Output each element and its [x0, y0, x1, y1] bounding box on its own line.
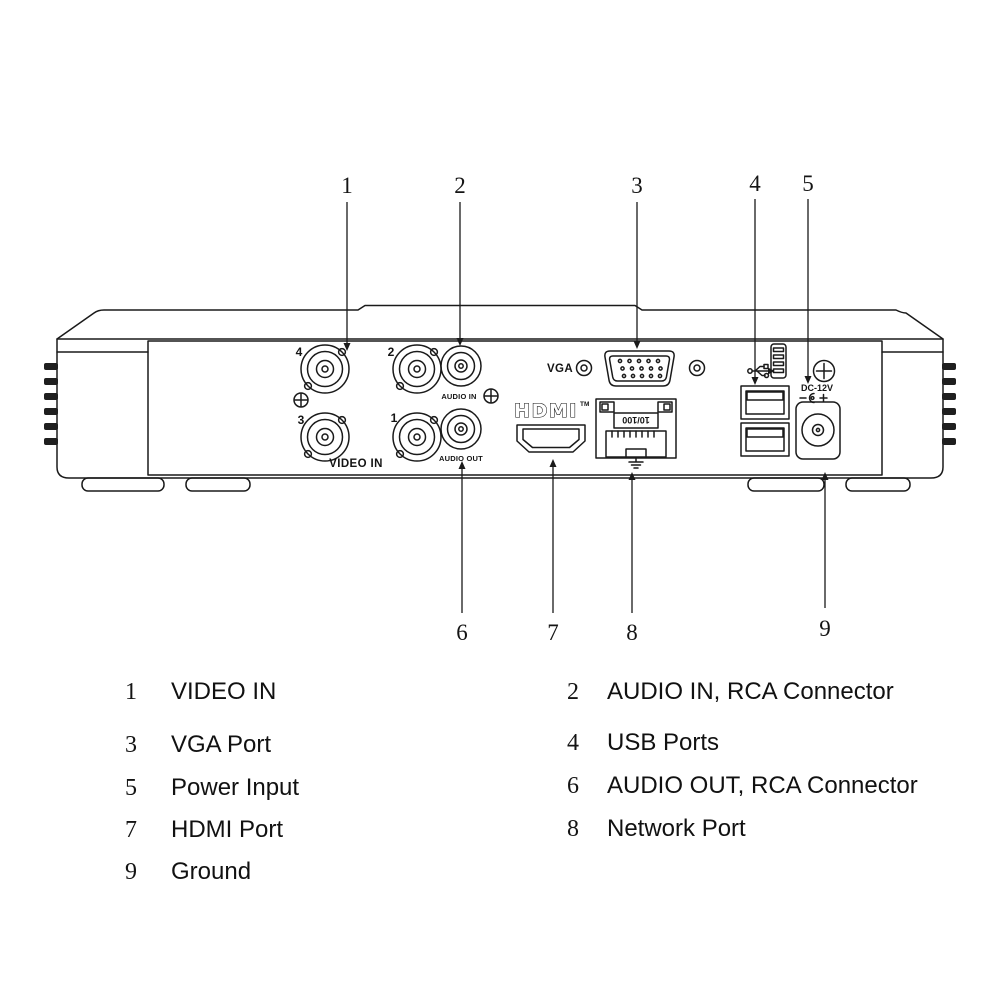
- vga-jack-screw-right: [688, 359, 706, 377]
- legend-item-vga: 3 VGA Port: [117, 731, 271, 759]
- legend-number: 7: [125, 817, 137, 843]
- callout-number-5: 5: [802, 171, 814, 196]
- legend-label: Ground: [171, 858, 252, 885]
- usb-ports: [740, 343, 790, 457]
- hdmi-trademark: TM: [580, 401, 589, 408]
- vga-connector-icon: [604, 350, 675, 387]
- power-input: DC-12V: [795, 383, 841, 460]
- legend-number: 1: [125, 679, 137, 705]
- legend-item-power: 5 Power Input: [117, 774, 299, 802]
- usb-receptacle-top: [740, 385, 790, 420]
- vent-slots-left: [44, 363, 58, 445]
- legend-number: 2: [567, 679, 579, 705]
- callout-number-8: 8: [626, 620, 638, 645]
- legend-item-audio-in: 2 AUDIO IN, RCA Connector: [559, 678, 894, 706]
- bnc-channel-label: 1: [391, 411, 398, 425]
- legend-item-usb: 4 USB Ports: [559, 729, 719, 757]
- dc-barrel-jack: [795, 401, 841, 460]
- vga-label: VGA: [547, 363, 573, 375]
- callout-lines-bottom: [458, 459, 829, 613]
- callout-number-6: 6: [456, 620, 468, 645]
- callout-number-2: 2: [454, 173, 466, 198]
- vga-port: VGA: [547, 350, 706, 387]
- audio-out-label: AUDIO OUT: [439, 454, 483, 463]
- legend-label: AUDIO OUT, RCA Connector: [607, 772, 918, 799]
- legend-number: 8: [567, 816, 579, 842]
- bnc-channel-label: 4: [296, 345, 303, 359]
- hdmi-connector-icon: [516, 424, 586, 453]
- legend-number: 3: [125, 732, 137, 758]
- callout-lines-top: [343, 199, 812, 385]
- rj45-shell: [595, 398, 677, 459]
- legend-item-video-in: 1 VIDEO IN: [117, 678, 276, 706]
- legend-label: VIDEO IN: [171, 678, 277, 705]
- callout-number-4: 4: [749, 171, 761, 196]
- usb-receptacle-bottom: [740, 422, 790, 457]
- callout-number-3: 3: [631, 173, 643, 198]
- legend-label: Network Port: [607, 815, 746, 842]
- polarity-icon: [799, 392, 828, 404]
- shield-ground-icon: [628, 457, 644, 469]
- legend-number: 4: [567, 730, 579, 756]
- legend-label: VGA Port: [171, 731, 272, 758]
- device-feet: [81, 477, 911, 492]
- callout-number-1: 1: [341, 173, 353, 198]
- legend-number: 9: [125, 859, 137, 885]
- audio-in-rca-connector: [440, 345, 482, 387]
- network-port: 10/100: [595, 398, 677, 469]
- video-in-label: VIDEO IN: [329, 458, 383, 470]
- legend-item-hdmi: 7 HDMI Port: [117, 816, 283, 844]
- vent-slots-right: [942, 363, 956, 445]
- bnc-connector-ch4: [300, 344, 350, 394]
- panel-screw-icon: [483, 388, 499, 404]
- legend-label: Power Input: [171, 774, 300, 801]
- bnc-connector-ch1: [392, 412, 442, 462]
- callout-number-7: 7: [547, 620, 559, 645]
- bnc-connector-ch3: [300, 412, 350, 462]
- legend-number: 5: [125, 775, 137, 801]
- terminal-block: [770, 343, 787, 379]
- device-rear-view: 4 2 3 1 VIDEO IN AUDIO IN AUDIO OUT HDMI…: [44, 171, 956, 645]
- bnc-connector-ch2: [392, 344, 442, 394]
- bnc-channel-label: 3: [298, 413, 305, 427]
- vga-jack-screw-left: [575, 359, 593, 377]
- audio-out-rca-connector: [440, 408, 482, 450]
- callout-number-9: 9: [819, 616, 831, 641]
- legend-number: 6: [567, 773, 579, 799]
- hdmi-port: HDMI TM: [514, 399, 589, 453]
- ground-screw-icon: [812, 359, 836, 383]
- legend-item-network: 8 Network Port: [559, 815, 746, 843]
- legend-label: AUDIO IN, RCA Connector: [607, 678, 894, 705]
- power-label: DC-12V: [801, 383, 833, 393]
- panel-screw-icon: [293, 392, 309, 408]
- hdmi-logo: HDMI: [514, 400, 578, 422]
- device-chassis: [56, 304, 944, 479]
- network-speed-label: 10/100: [622, 415, 650, 425]
- bnc-channel-label: 2: [388, 345, 395, 359]
- vga-pins: [617, 358, 663, 379]
- legend-item-audio-out: 6 AUDIO OUT, RCA Connector: [559, 772, 918, 800]
- legend-label: USB Ports: [607, 729, 720, 756]
- legend-item-ground: 9 Ground: [117, 858, 251, 886]
- legend-label: HDMI Port: [171, 816, 284, 843]
- audio-in-label: AUDIO IN: [441, 392, 476, 401]
